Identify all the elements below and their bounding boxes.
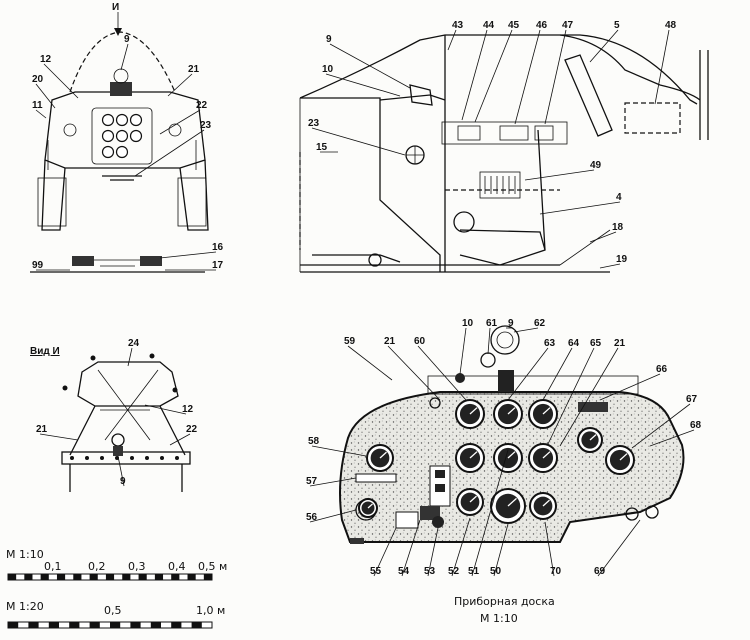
side-callout-47: 47 [562,20,574,31]
panel-callout-50: 50 [490,566,502,577]
front-callout-9: 9 [124,34,130,45]
side-callout-46: 46 [536,20,548,31]
side-callout-48: 48 [665,20,677,31]
panel-callout-62: 62 [534,318,546,329]
front-view-arrow-label: И [112,2,119,13]
panel-callout-63: 63 [544,338,556,349]
panel-caption-title: Приборная доска [454,595,555,608]
panel-callout-10: 10 [462,318,474,329]
front-view [30,12,209,273]
front-callout-20: 20 [32,74,44,85]
side-callout-19: 19 [616,254,628,265]
front-callout-21: 21 [188,64,200,75]
front-callout-99: 99 [32,260,44,271]
panel-callout-21: 21 [614,338,626,349]
panel-callout-65: 65 [590,338,602,349]
front-callout-23: 23 [200,120,212,131]
scale-1-tick: 0,4 [168,560,186,573]
panel-callout-60: 60 [414,336,426,347]
viewi-callout-12: 12 [182,404,194,415]
panel-callout-51: 51 [468,566,480,577]
panel-callout-59: 59 [344,336,356,347]
panel-callout-67: 67 [686,394,698,405]
scale-1-tick: 0,2 [88,560,106,573]
scale-1-label: M 1:10 [6,548,44,561]
front-callout-12: 12 [40,54,52,65]
panel-callout-64: 64 [568,338,580,349]
front-callout-16: 16 [212,242,224,253]
scale-bars: M 1:10 0,1 0,2 0,3 0,4 0,5 м M 1:20 0,5 1,0 м [6,548,227,629]
panel-callout-61: 61 [486,318,498,329]
view-i [61,353,191,492]
side-callout-44: 44 [483,20,495,31]
viewi-callout-9: 9 [120,476,126,487]
viewi-callout-21: 21 [36,424,48,435]
view-i-title: Вид И [30,346,60,357]
side-callout-49: 49 [590,160,602,171]
panel-callout-58: 58 [308,436,320,447]
panel-callout-55: 55 [370,566,382,577]
side-view [299,34,709,273]
front-callout-17: 17 [212,260,224,271]
panel-callout-54: 54 [398,566,410,577]
panel-caption-scale: M 1:10 [480,612,518,625]
panel-callout-53: 53 [424,566,436,577]
panel-callout-70: 70 [550,566,562,577]
panel-callout-21: 21 [384,336,396,347]
scale-1-tick: 0,5 м [198,560,227,573]
side-callout-15: 15 [316,142,328,153]
scale-2-tick: 0,5 [104,604,122,617]
panel-callout-56: 56 [306,512,318,523]
scale-2-tick: 1,0 м [196,604,225,617]
side-callout-18: 18 [612,222,624,233]
front-callout-11: 11 [32,100,43,111]
side-callout-23: 23 [308,118,320,129]
instrument-panel [339,325,685,544]
scale-1-tick: 0,1 [44,560,62,573]
side-callout-5: 5 [614,20,620,31]
scale-1-tick: 0,3 [128,560,146,573]
panel-callout-57: 57 [306,476,318,487]
side-callout-45: 45 [508,20,520,31]
panel-callout-66: 66 [656,364,668,375]
side-callout-10: 10 [322,64,334,75]
panel-callout-9: 9 [508,318,514,329]
front-callout-22: 22 [196,100,208,111]
viewi-callout-24: 24 [128,338,140,349]
scale-2-label: M 1:20 [6,600,44,613]
panel-callout-52: 52 [448,566,460,577]
side-callout-4: 4 [616,192,622,203]
viewi-callout-22: 22 [186,424,198,435]
panel-callout-68: 68 [690,420,702,431]
side-callout-43: 43 [452,20,464,31]
panel-callout-69: 69 [594,566,606,577]
side-callout-9: 9 [326,34,332,45]
